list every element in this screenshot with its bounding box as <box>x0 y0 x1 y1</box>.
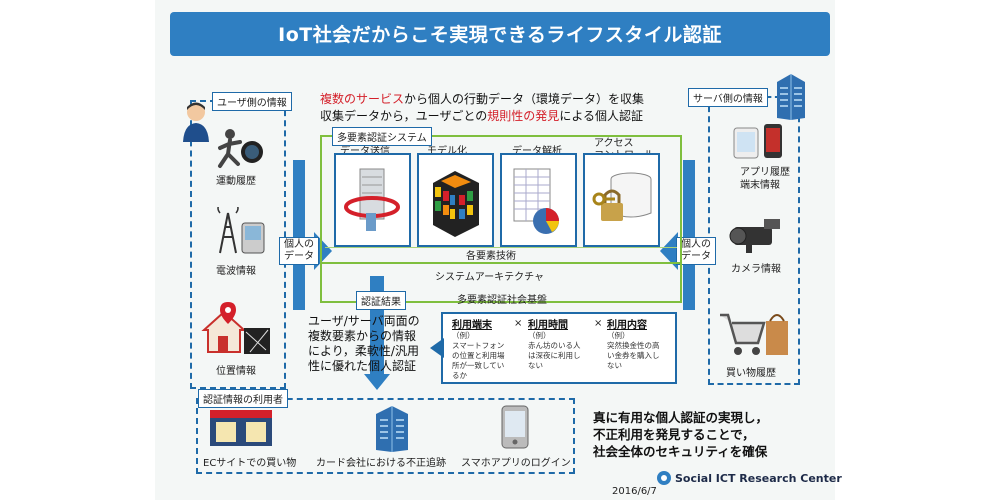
right-personal-data-label: 個人の データ <box>676 237 716 265</box>
intro-highlight-regularity: 規則性の発見 <box>487 109 560 123</box>
rubik-cube-icon <box>433 171 479 237</box>
user-side-label: ユーザ側の情報 <box>212 92 292 111</box>
feature-device-title: 利用端末 <box>452 320 492 331</box>
shopping-cart-icon <box>720 313 788 355</box>
user-item-location: 位置情報 <box>216 366 256 377</box>
user-item-radio: 電波情報 <box>216 266 256 277</box>
step-label-send: データ送信 <box>340 146 390 157</box>
system-label: 多要素認証システム <box>332 127 432 146</box>
step-box-send <box>334 153 411 247</box>
green-frame-top <box>320 135 682 137</box>
camera-icon <box>729 219 780 253</box>
feature-content-title: 利用内容 <box>607 320 647 331</box>
features-pointer-icon <box>430 338 444 358</box>
server-item-shopping: 買い物履歴 <box>726 368 776 379</box>
step-box-model <box>417 153 494 247</box>
result-arrow-head-icon <box>364 374 390 390</box>
feature-time-example: （例） <box>528 331 551 340</box>
users-panel <box>196 398 575 474</box>
card-company-building-icon <box>376 406 408 452</box>
feature-device-example: （例） <box>452 331 475 340</box>
feature-time-text: 赤ん坊のいる人 は深夜に利用し ない <box>528 341 581 370</box>
intro-text-2c: による個人認証 <box>559 109 643 123</box>
step-label-analysis: データ解析 <box>512 146 562 157</box>
spreadsheet-chart-icon <box>513 168 559 234</box>
person-icon <box>183 102 209 142</box>
foundation-label: 多要素認証社会基盤 <box>457 295 547 306</box>
left-data-bar <box>293 160 305 310</box>
architecture-label: システムアーキテクチャ <box>435 272 544 283</box>
footer-logo-text: Social ICT Research Center <box>675 472 842 485</box>
conclusion-line-3: 社会全体のセキュリティを確保 <box>593 444 768 459</box>
right-data-bar <box>683 160 695 310</box>
green-frame-bottom <box>320 301 682 303</box>
times-1: × <box>514 318 523 329</box>
architecture-line <box>320 262 682 264</box>
server-sync-icon <box>344 168 400 231</box>
footer-date: 2016/6/7 <box>612 486 657 497</box>
radio-tower-icon <box>217 207 265 254</box>
server-building-icon <box>777 74 805 120</box>
page-title: IoT社会だからこそ実現できるライフスタイル認証 <box>278 24 722 46</box>
step-box-access <box>583 153 660 247</box>
step-box-analysis <box>500 153 577 247</box>
server-side-label: サーバ側の情報 <box>688 88 768 107</box>
store-icon <box>210 410 272 446</box>
users-label: 認証情報の利用者 <box>198 389 288 408</box>
intro-text-2a: 収集データから，ユーザごとの <box>320 109 488 123</box>
features-box <box>441 312 677 384</box>
user-item-exercise: 運動履歴 <box>216 176 256 187</box>
user-smartphone-app: スマホアプリのログイン <box>461 458 571 469</box>
user-ec-site: ECサイトでの買い物 <box>203 458 297 469</box>
description-text: ユーザ/サーバ両面の 複数要素からの情報 により，柔軟性/汎用 性に優れた個人認… <box>308 314 420 373</box>
user-card-company: カード会社における不正追跡 <box>316 458 446 469</box>
feature-content-example: （例） <box>607 331 630 340</box>
feature-device-text: スマートフォン の位置と利用場 所が一致してい るか <box>452 341 505 380</box>
smartphone-icon <box>501 405 529 449</box>
intro-highlight-services: 複数のサービス <box>320 92 405 106</box>
conclusion-line-1: 真に有用な個人認証の実現し， <box>593 410 769 425</box>
intro-line-2: 収集データから，ユーザごとの規則性の発見による個人認証 <box>320 107 643 124</box>
tech-line <box>325 247 677 248</box>
runner-icon <box>218 129 263 168</box>
key-lock-icon <box>592 172 652 221</box>
conclusion-line-2: 不正利用を発見することで， <box>593 427 755 442</box>
tablet-phone-icon <box>733 124 782 159</box>
left-personal-data-label: 個人の データ <box>279 237 319 265</box>
server-item-camera: カメラ情報 <box>731 264 781 275</box>
location-house-icon <box>201 302 270 354</box>
title-bar: IoT社会だからこそ実現できるライフスタイル認証 <box>170 12 830 56</box>
feature-device: 利用端末 （例） スマートフォン の位置と利用場 所が一致してい るか <box>452 316 514 381</box>
intro-line-1: 複数のサービスから個人の行動データ（環境データ）を収集 <box>320 90 644 107</box>
step-label-model: モデル化 <box>427 146 467 157</box>
server-item-app: アプリ履歴 端末情報 <box>740 167 790 191</box>
feature-time-title: 利用時間 <box>528 320 568 331</box>
times-2: × <box>594 318 603 329</box>
green-frame-left <box>320 135 322 303</box>
research-center-logo-icon <box>657 471 671 485</box>
feature-time: 利用時間 （例） 赤ん坊のいる人 は深夜に利用し ない <box>528 316 592 371</box>
tech-label: 各要素技術 <box>466 251 516 262</box>
intro-text-1: から個人の行動データ（環境データ）を収集 <box>404 92 645 106</box>
result-label: 認証結果 <box>356 291 406 310</box>
feature-content-text: 突然換金性の高 い金券を購入し ない <box>607 341 660 370</box>
green-frame-right <box>680 135 682 303</box>
feature-content: 利用内容 （例） 突然換金性の高 い金券を購入し ない <box>607 316 671 371</box>
